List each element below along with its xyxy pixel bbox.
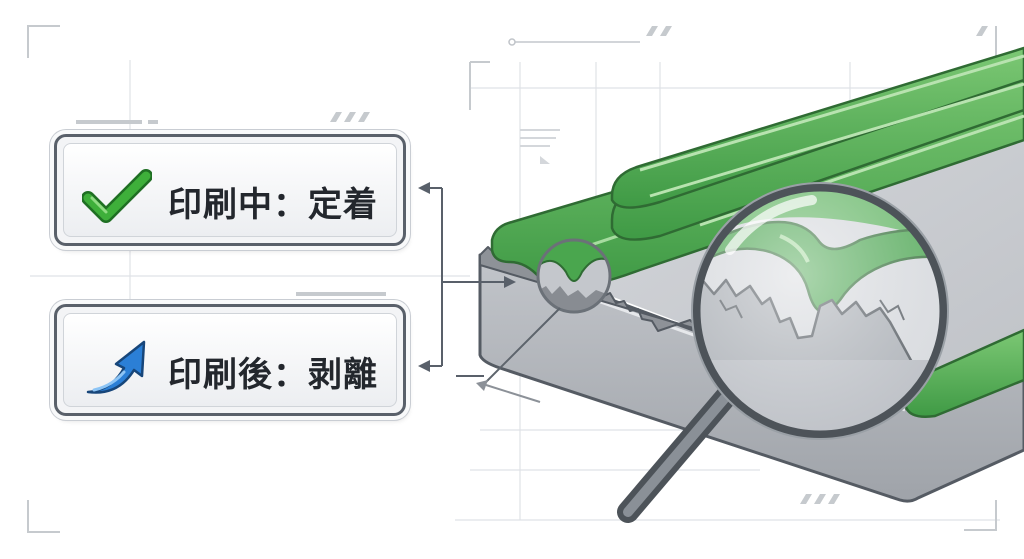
after-print-label: 印刷後：剥離 — [168, 355, 378, 395]
detail-circle-small — [536, 238, 612, 314]
after-print-label-card: 印刷後：剥離 — [54, 304, 406, 416]
during-print-label: 印刷中：定着 — [168, 185, 378, 225]
curved-arrow-up-icon — [86, 340, 146, 394]
magnifying-glass-icon — [617, 182, 949, 523]
checkmark-icon — [82, 169, 152, 223]
corner-brackets — [27, 25, 997, 533]
during-print-label-card: 印刷中：定着 — [54, 134, 406, 246]
decor-dashes — [76, 26, 988, 504]
connector-arrows — [418, 182, 541, 403]
doc-note-decoration — [520, 129, 560, 147]
leader-line — [483, 307, 561, 385]
filament-layers — [490, 46, 1024, 418]
